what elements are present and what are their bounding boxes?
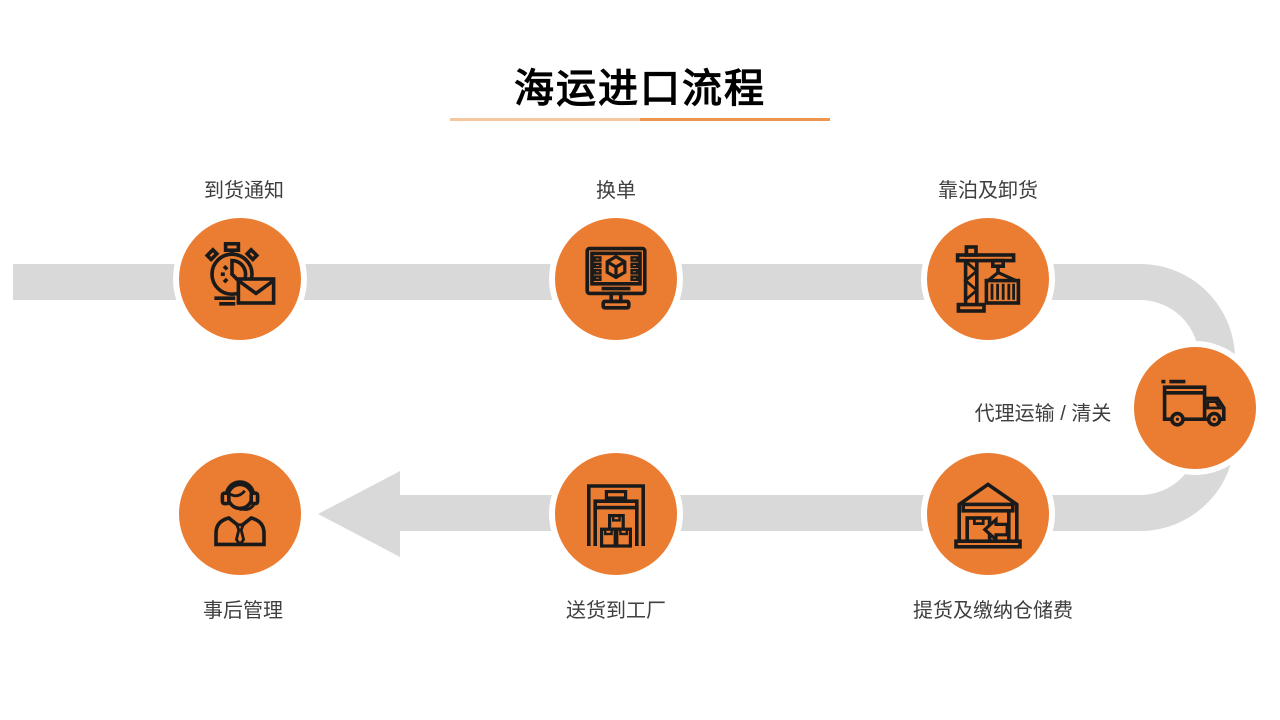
- step-label-post-management: 事后管理: [203, 600, 283, 622]
- node-transport-customs: [1128, 341, 1262, 475]
- flow-end-arrow: [318, 471, 400, 557]
- support-agent-icon: [214, 480, 266, 547]
- step-label-document-swap: 换单: [596, 180, 636, 202]
- node-pickup-storage: [921, 447, 1055, 581]
- crane-container-icon: [955, 245, 1021, 313]
- step-label-pickup-storage: 提货及缴纳仓储费: [913, 600, 1073, 622]
- node-arrival-notice: [173, 212, 307, 346]
- step-label-deliver-factory: 送货到工厂: [566, 600, 666, 622]
- stopwatch-mail-icon: [204, 242, 276, 306]
- page-title: 海运进口流程: [514, 67, 766, 111]
- step-label-arrival-notice: 到货通知: [204, 180, 284, 202]
- step-label-berth-unload: 靠泊及卸货: [938, 180, 1038, 202]
- title-underline: [450, 118, 830, 121]
- warehouse-boxes-icon: [587, 484, 645, 548]
- monitor-cube-icon: [585, 246, 647, 310]
- truck-icon: [1161, 379, 1226, 427]
- step-label-transport-customs: 代理运输 / 清关: [974, 403, 1112, 425]
- node-post-management: [173, 447, 307, 581]
- node-document-swap: [549, 212, 683, 346]
- node-berth-unload: [921, 212, 1055, 346]
- node-deliver-factory: [549, 447, 683, 581]
- warehouse-pickup-icon: [954, 482, 1022, 549]
